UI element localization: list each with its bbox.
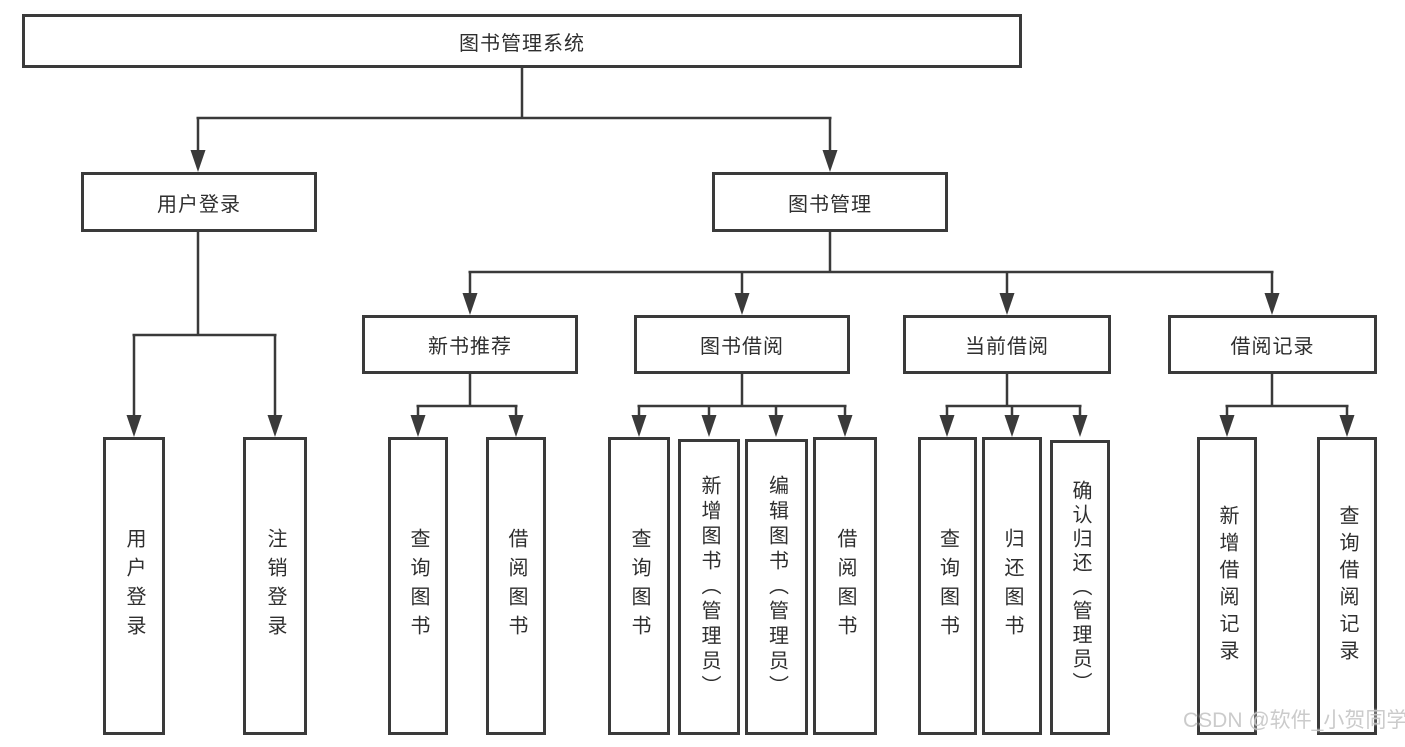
node-book-mgmt: 图书管理	[712, 172, 948, 232]
node-book-borrow: 图书借阅	[634, 315, 850, 374]
leaf-return-books: 归还图书	[982, 437, 1042, 735]
csdn-watermark: CSDN @软件_小贺同学	[1183, 709, 1405, 732]
leaf-borrow-books-1: 借阅图书	[486, 437, 546, 735]
node-book-mgmt-label: 图书管理	[788, 193, 872, 216]
node-borrow-records-label: 借阅记录	[1230, 336, 1315, 358]
edges-new-book-recommend	[410, 374, 524, 437]
leaf-query-books-1: 查询图书	[388, 437, 448, 735]
leaf-query-books-1-label: 查询图书	[407, 528, 429, 644]
leaf-query-books-3-label: 查询图书	[936, 528, 959, 644]
node-user-login: 用户登录	[81, 172, 317, 232]
node-root: 图书管理系统	[22, 14, 1022, 68]
leaf-query-books-2-label: 查询图书	[628, 528, 650, 644]
leaf-query-books-2: 查询图书	[608, 437, 670, 735]
leaf-query-borrow-record: 查询借阅记录	[1317, 437, 1377, 735]
leaf-return-books-label: 归还图书	[1001, 528, 1023, 644]
leaf-logout-label: 注销登录	[264, 528, 286, 644]
leaf-add-borrow-record: 新增借阅记录	[1197, 437, 1257, 735]
node-new-book-recommend-label: 新书推荐	[428, 336, 512, 358]
node-borrow-records: 借阅记录	[1168, 315, 1377, 374]
leaf-add-borrow-record-label: 新增借阅记录	[1216, 505, 1238, 667]
leaf-confirm-return-admin-label: 确认归还（管理员）	[1069, 479, 1091, 696]
node-user-login-label: 用户登录	[157, 193, 241, 216]
edges-book-mgmt	[462, 232, 1280, 315]
leaf-borrow-books-2: 借阅图书	[813, 437, 877, 735]
leaf-user-login: 用户登录	[103, 437, 165, 735]
edges-borrow-records	[1219, 374, 1355, 437]
leaf-add-books-admin: 新增图书（管理员）	[678, 439, 740, 735]
leaf-borrow-books-1-label: 借阅图书	[505, 528, 527, 644]
leaf-user-login-label: 用户登录	[123, 528, 145, 644]
leaf-edit-books-admin-label: 编辑图书（管理员）	[765, 474, 788, 700]
node-current-borrow: 当前借阅	[903, 315, 1111, 374]
leaf-logout: 注销登录	[243, 437, 307, 735]
leaf-borrow-books-2-label: 借阅图书	[834, 528, 856, 644]
edges-root	[190, 68, 838, 172]
node-root-label: 图书管理系统	[459, 32, 585, 55]
leaf-confirm-return-admin: 确认归还（管理员）	[1050, 440, 1110, 735]
node-book-borrow-label: 图书借阅	[700, 336, 784, 358]
leaf-edit-books-admin: 编辑图书（管理员）	[745, 439, 808, 735]
edges-book-borrow	[631, 374, 853, 437]
node-current-borrow-label: 当前借阅	[965, 336, 1049, 358]
leaf-query-borrow-record-label: 查询借阅记录	[1336, 505, 1358, 667]
edges-user-login	[126, 232, 283, 437]
leaf-add-books-admin-label: 新增图书（管理员）	[698, 474, 720, 700]
edges-current-borrow	[939, 374, 1088, 437]
node-new-book-recommend: 新书推荐	[362, 315, 578, 374]
leaf-query-books-3: 查询图书	[918, 437, 977, 735]
